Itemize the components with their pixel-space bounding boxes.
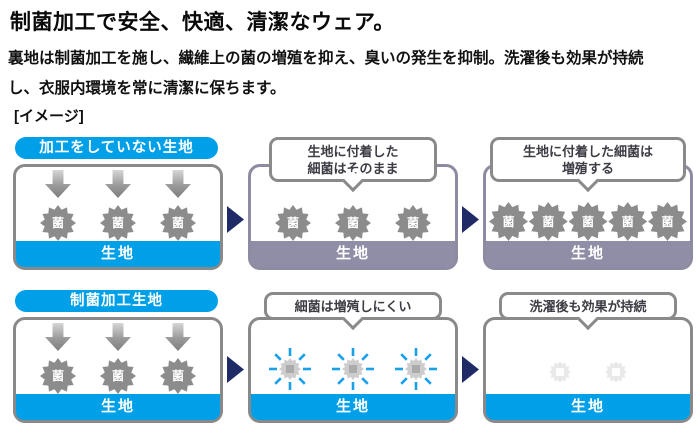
- faint-germ-icon: [549, 361, 571, 383]
- row1-pill-label: 加工をしていない生地: [15, 137, 218, 159]
- fabric-bar-label: 生地: [251, 394, 455, 420]
- down-arrow-icon: [165, 170, 191, 198]
- description-line-1: 裏地は制菌加工を施し、繊維上の菌の増殖を抑え、臭いの発生を抑制。洗濯後も効果が持…: [8, 50, 644, 67]
- next-step-arrow-icon: [227, 356, 244, 383]
- germ-icon: 菌: [568, 202, 608, 241]
- fabric-bar-label: 生地: [16, 394, 220, 420]
- germ-icon: 菌: [489, 202, 528, 241]
- panel-content: 菌 菌 菌 菌 菌: [486, 167, 690, 241]
- speech-bubble: 細菌は増殖しにくい: [264, 292, 442, 331]
- panel-untreated-fabric: 菌 菌 菌 生地: [13, 164, 223, 270]
- bubble-text-line: 増殖する: [561, 161, 614, 176]
- bubble-text-line: 細菌は増殖しにくい: [294, 299, 412, 314]
- germ-icon: 菌: [40, 205, 76, 241]
- speech-bubble: 洗濯後も効果が持続: [499, 292, 677, 331]
- germ-icon: 菌: [160, 358, 196, 394]
- germ-icon: 菌: [100, 205, 136, 241]
- down-arrow-icon: [105, 323, 131, 351]
- page-title: 制菌加工で安全、快適、清潔なウェア。: [10, 11, 395, 34]
- next-step-arrow-icon: [227, 206, 244, 233]
- fabric-bar-label: 生地: [16, 241, 220, 267]
- panel-germs-remain: 生地に付着した 細菌はそのまま 菌 菌 菌 生地: [248, 137, 458, 270]
- next-step-arrow-icon: [462, 206, 479, 233]
- germ-icon: 菌: [100, 358, 136, 394]
- germ-icon: 菌: [395, 205, 431, 241]
- germ-icon: 菌: [335, 205, 371, 241]
- faded-germ-icon: [279, 358, 301, 380]
- bubble-text-line: 生地に付着した: [307, 144, 399, 159]
- bubble-text-line: 生地に付着した細菌は: [522, 144, 653, 159]
- panel-content: [251, 320, 455, 394]
- panel-effect-persists: 洗濯後も効果が持続 生地: [483, 292, 693, 423]
- fabric-bar-label: 生地: [486, 394, 690, 420]
- fabric-bar-label: 生地: [251, 241, 455, 267]
- image-caption-label: [イメージ]: [14, 108, 84, 125]
- next-step-arrow-icon: [462, 356, 479, 383]
- panel-content: 菌 菌 菌: [16, 320, 220, 394]
- faint-germ-icon: [605, 361, 627, 383]
- bubble-text-line: 細菌はそのまま: [307, 161, 399, 176]
- down-arrow-icon: [165, 323, 191, 351]
- faded-germ-icon: [342, 358, 364, 380]
- description-line-2: し、衣服内環境を常に清潔に保ちます。: [8, 80, 286, 97]
- description-text: 裏地は制菌加工を施し、繊維上の菌の増殖を抑え、臭いの発生を抑制。洗濯後も効果が持…: [8, 44, 644, 104]
- panel-content: 菌 菌 菌: [251, 167, 455, 241]
- germ-icon: 菌: [528, 202, 568, 241]
- panel-germs-multiply: 生地に付着した細菌は 増殖する 菌 菌 菌 菌 菌 生地: [483, 137, 693, 270]
- germ-icon: 菌: [648, 202, 687, 241]
- germ-burst-icon: [266, 345, 314, 393]
- down-arrow-icon: [45, 170, 71, 198]
- speech-bubble: 生地に付着した 細菌はそのまま: [269, 137, 437, 193]
- panel-germs-suppressed: 細菌は増殖しにくい: [248, 292, 458, 423]
- down-arrow-icon: [105, 170, 131, 198]
- germ-icon: 菌: [40, 358, 76, 394]
- fabric-bar-label: 生地: [486, 241, 690, 267]
- germ-icon: 菌: [608, 202, 648, 241]
- panel-content: [486, 320, 690, 394]
- germ-icon: 菌: [160, 205, 196, 241]
- down-arrow-icon: [45, 323, 71, 351]
- faded-germ-icon: [405, 358, 427, 380]
- panel-treated-fabric: 菌 菌 菌 生地: [13, 317, 223, 423]
- row2-pill-label: 制菌加工生地: [15, 290, 218, 312]
- germ-icon: 菌: [275, 205, 311, 241]
- bubble-text-line: 洗濯後も効果が持続: [529, 299, 647, 314]
- germ-burst-icon: [329, 345, 377, 393]
- panel-content: 菌 菌 菌: [16, 167, 220, 241]
- germ-burst-icon: [392, 345, 440, 393]
- speech-bubble: 生地に付着した細菌は 増殖する: [490, 137, 686, 193]
